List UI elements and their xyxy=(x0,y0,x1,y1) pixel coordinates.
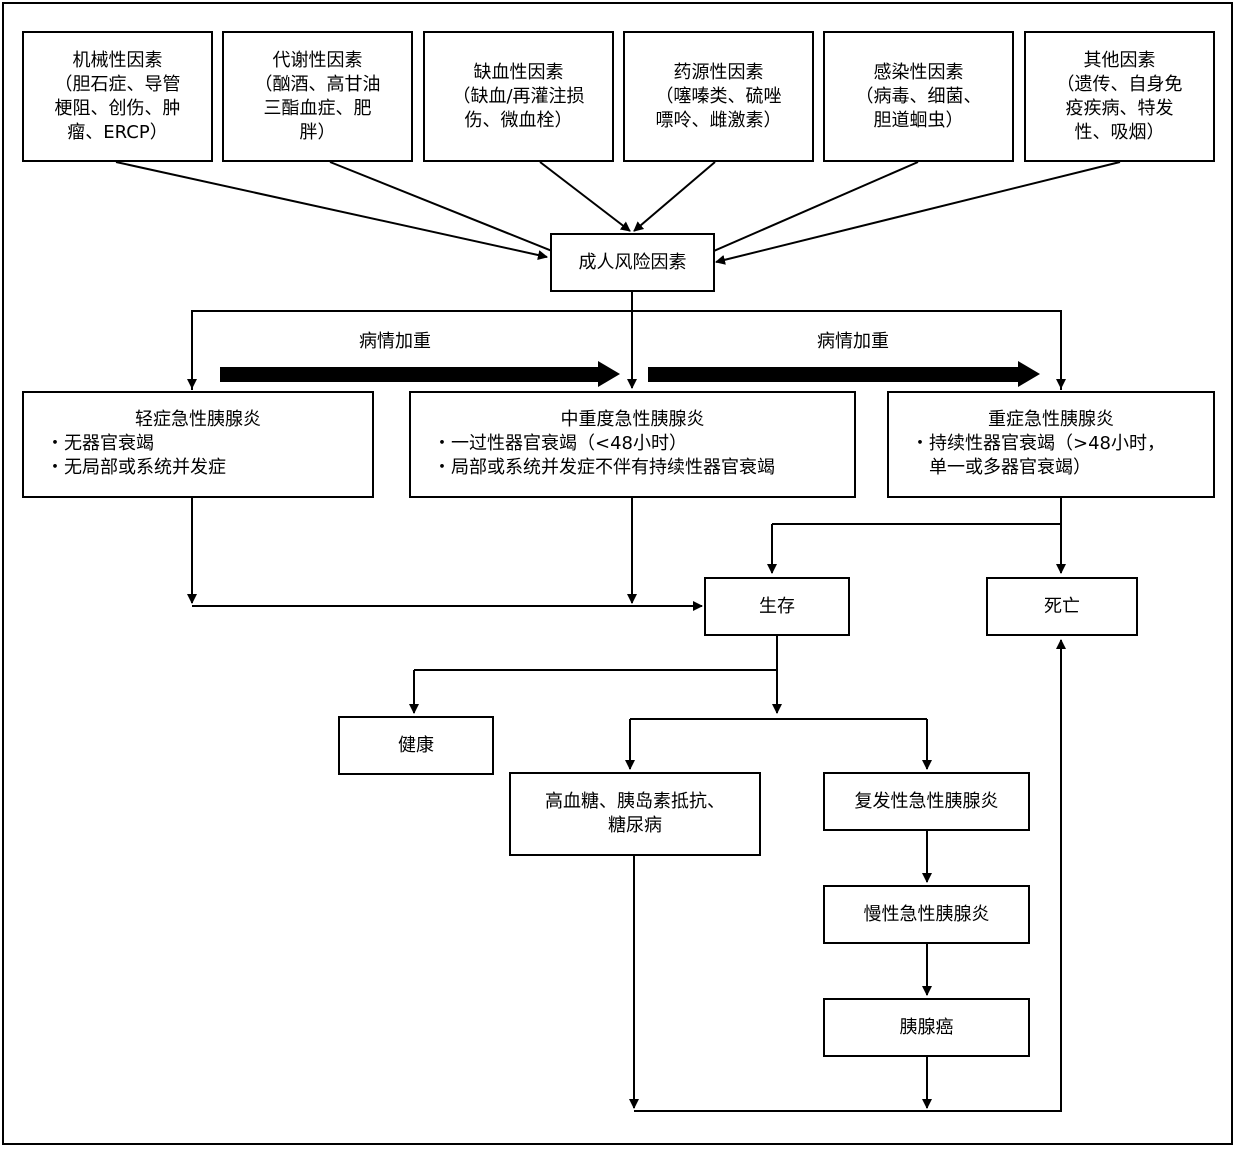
risk-factor-line: 胆道蛔虫） xyxy=(873,109,964,131)
risk-factor-line: 性、吸烟） xyxy=(1074,121,1165,143)
severity-title: 中重度急性胰腺炎 xyxy=(560,409,705,430)
risk-factor-line: 疫疾病、特发 xyxy=(1065,97,1174,119)
risk-factor-line: 三酯血症、肥 xyxy=(263,97,372,119)
arrow-other-to-risk xyxy=(715,161,1121,265)
severity-items: 无器官衰竭 无局部或系统并发症 xyxy=(24,432,226,480)
worsening-label-right: 病情加重 xyxy=(817,331,889,352)
chronic-box: 慢性急性胰腺炎 xyxy=(823,885,1030,944)
severity-title: 轻症急性胰腺炎 xyxy=(135,409,261,430)
arrow-ischemic-to-risk xyxy=(539,161,631,232)
severity-item: 无局部或系统并发症 xyxy=(46,456,226,480)
survival-box: 生存 xyxy=(704,577,850,636)
chronic-label: 慢性急性胰腺炎 xyxy=(863,903,990,925)
severity-mild: 轻症急性胰腺炎 无器官衰竭 无局部或系统并发症 xyxy=(22,391,374,498)
risk-factor-line: （遗传、自身免 xyxy=(1056,73,1183,95)
severity-items: 一过性器官衰竭（<48小时） 局部或系统并发症不伴有持续性器官衰竭 xyxy=(411,432,775,480)
cancer-label: 胰腺癌 xyxy=(899,1016,954,1038)
risk-factor-title: 机械性因素 xyxy=(72,49,163,71)
arrow-infection-to-risk xyxy=(699,161,919,258)
arrow-drug-to-risk xyxy=(633,161,716,232)
risk-factor-line: 胖） xyxy=(299,121,336,143)
risk-factor-line: 梗阻、创伤、肿 xyxy=(54,97,181,119)
metabolic-line: 高血糖、胰岛素抵抗、 xyxy=(545,791,725,812)
risk-factor-mechanical: 机械性因素 （胆石症、导管 梗阻、创伤、肿 瘤、ERCP） xyxy=(22,31,213,162)
risk-factor-title: 药源性因素 xyxy=(673,61,764,83)
risk-factor-ischemic: 缺血性因素 （缺血/再灌注损 伤、微血栓） xyxy=(423,31,614,162)
severity-item: 局部或系统并发症不伴有持续性器官衰竭 xyxy=(433,456,775,480)
risk-to-severity-bus xyxy=(191,310,1062,390)
metabolic-line: 糖尿病 xyxy=(608,815,662,836)
adult-risk-label: 成人风险因素 xyxy=(578,251,687,273)
healthy-box: 健康 xyxy=(338,716,494,775)
recurrent-box: 复发性急性胰腺炎 xyxy=(823,772,1030,831)
risk-factor-title: 感染性因素 xyxy=(873,61,964,83)
risk-factor-line: （酗酒、高甘油 xyxy=(254,73,381,95)
death-label: 死亡 xyxy=(1044,595,1080,617)
risk-factor-metabolic: 代谢性因素 （酗酒、高甘油 三酯血症、肥 胖） xyxy=(222,31,413,162)
risk-factor-title: 代谢性因素 xyxy=(272,49,363,71)
cancer-box: 胰腺癌 xyxy=(823,998,1030,1057)
severity-title: 重症急性胰腺炎 xyxy=(988,409,1114,430)
risk-factor-drug: 药源性因素 （噻嗪类、硫唑 嘌呤、雌激素） xyxy=(623,31,814,162)
adult-risk-box: 成人风险因素 xyxy=(550,233,715,292)
arrow-metabolic-to-risk xyxy=(329,161,568,259)
risk-factor-title: 其他因素 xyxy=(1083,49,1156,71)
risk-factor-infection: 感染性因素 （病毒、细菌、 胆道蛔虫） xyxy=(823,31,1014,162)
severity-item: 持续性器官衰竭（>48小时， xyxy=(911,432,1165,456)
worsening-label-left: 病情加重 xyxy=(359,331,431,352)
recurrent-label: 复发性急性胰腺炎 xyxy=(854,790,999,812)
severity-items: 持续性器官衰竭（>48小时， 单一或多器官衰竭） xyxy=(889,432,1165,480)
risk-factor-line: （胆石症、导管 xyxy=(54,73,181,95)
arrow-mechanical-to-risk xyxy=(115,161,548,260)
severity-moderate: 中重度急性胰腺炎 一过性器官衰竭（<48小时） 局部或系统并发症不伴有持续性器官… xyxy=(409,391,856,498)
metabolic-box: 高血糖、胰岛素抵抗、 糖尿病 xyxy=(509,772,761,856)
risk-factor-line: （病毒、细菌、 xyxy=(855,85,982,107)
severity-item-continued: 单一或多器官衰竭） xyxy=(929,457,1091,478)
severity-item: 无器官衰竭 xyxy=(46,432,226,456)
healthy-label: 健康 xyxy=(398,734,434,756)
risk-factor-line: （噻嗪类、硫唑 xyxy=(655,85,782,107)
severity-severe: 重症急性胰腺炎 持续性器官衰竭（>48小时， 单一或多器官衰竭） xyxy=(887,391,1215,498)
death-box: 死亡 xyxy=(986,577,1138,636)
risk-factor-title: 缺血性因素 xyxy=(473,61,564,83)
risk-factor-line: （缺血/再灌注损 xyxy=(452,85,585,107)
survival-label: 生存 xyxy=(759,595,795,617)
risk-factor-line: 嘌呤、雌激素） xyxy=(655,109,782,131)
risk-factor-line: 瘤、ERCP） xyxy=(67,121,168,143)
risk-factor-line: 伤、微血栓） xyxy=(464,109,573,131)
worsening-arrows xyxy=(220,361,1040,387)
risk-factor-other: 其他因素 （遗传、自身免 疫疾病、特发 性、吸烟） xyxy=(1024,31,1215,162)
severity-item: 一过性器官衰竭（<48小时） xyxy=(433,432,775,456)
